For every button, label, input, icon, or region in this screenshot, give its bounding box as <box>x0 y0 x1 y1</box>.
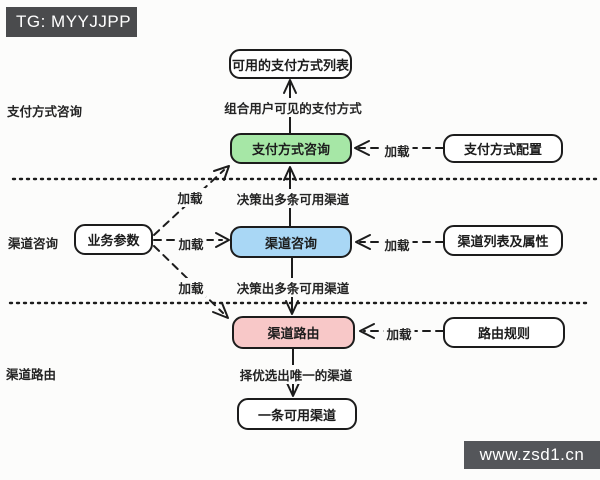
stage-label-payment-inquiry: 支付方式咨询 <box>7 105 83 119</box>
node-single-usable-channel: 一条可用渠道 <box>237 398 357 430</box>
watermark-bottom-right: www.zsd1.cn <box>464 441 600 469</box>
node-channel-list-attrs: 渠道列表及属性 <box>443 225 563 256</box>
node-channel-routing: 渠道路由 <box>232 316 355 349</box>
watermark-top-left: TG: MYYJJPP <box>6 7 137 37</box>
stage-label-channel-inquiry: 渠道咨询 <box>8 237 59 251</box>
edge-label-load-config: 加载 <box>381 141 413 160</box>
edge-label-load-params-mid: 加载 <box>175 234 207 253</box>
stage-label-channel-routing: 渠道路由 <box>6 368 57 382</box>
edge-label-decide-channels-bottom: 决策出多条可用渠道 <box>233 278 353 297</box>
node-channel-inquiry: 渠道咨询 <box>230 226 352 258</box>
node-payment-method-inquiry: 支付方式咨询 <box>230 133 352 164</box>
edge-label-choose-best: 择优选出唯一的渠道 <box>236 365 356 384</box>
watermark-bottom-text: www.zsd1.cn <box>479 445 585 464</box>
node-payment-method-list: 可用的支付方式列表 <box>229 49 352 79</box>
edge-label-load-params-up: 加载 <box>174 188 206 207</box>
edge-label-load-rules: 加载 <box>383 324 415 343</box>
edge-label-load-params-down: 加载 <box>175 278 207 297</box>
edge-label-decide-channels-top: 决策出多条可用渠道 <box>233 189 353 208</box>
node-business-params: 业务参数 <box>74 224 153 255</box>
node-routing-rules: 路由规则 <box>443 317 565 348</box>
edge-label-combine-visible-methods: 组合用户可见的支付方式 <box>221 98 365 117</box>
edge-label-load-channel-list: 加载 <box>381 235 413 254</box>
watermark-top-text: TG: MYYJJPP <box>16 12 132 31</box>
node-payment-method-config: 支付方式配置 <box>443 134 563 163</box>
dashed-params-to-payment <box>153 169 225 236</box>
dashed-params-to-routing <box>153 245 224 314</box>
